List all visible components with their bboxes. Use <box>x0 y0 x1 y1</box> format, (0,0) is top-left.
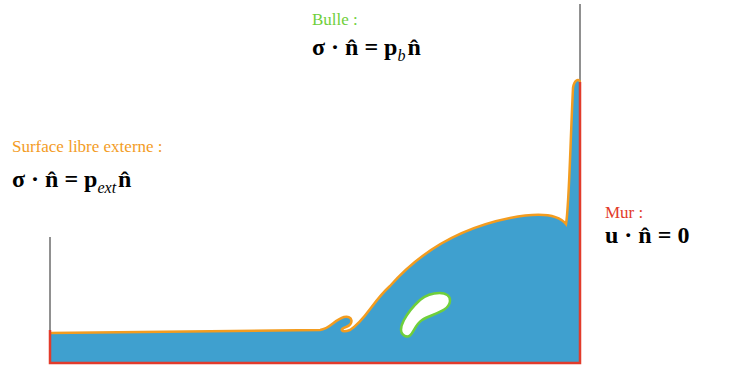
label-text: Bulle : <box>312 10 358 29</box>
free-surface <box>50 80 580 333</box>
boundary-condition-label: Mur : <box>605 203 643 223</box>
boundary-condition-label: Bulle : <box>312 10 358 30</box>
label-text: n̂ <box>407 34 420 60</box>
left-boundary-line <box>50 237 51 332</box>
label-text: Mur : <box>605 203 643 222</box>
wall <box>50 82 580 363</box>
label-text: Surface libre externe : <box>12 137 163 156</box>
right-boundary-line <box>580 4 581 85</box>
boundary-condition-label: σ · n̂ = pbn̂ <box>312 34 421 65</box>
label-text: u · n̂ = 0 <box>605 222 689 248</box>
bubble <box>401 293 450 336</box>
boundary-condition-label: u · n̂ = 0 <box>605 222 689 249</box>
label-text: σ · n̂ = p <box>12 166 97 192</box>
label-text: σ · n̂ = p <box>312 34 397 60</box>
boundary-condition-label: σ · n̂ = pextn̂ <box>12 166 131 197</box>
boundary-condition-label: Surface libre externe : <box>12 137 163 157</box>
subscript: ext <box>97 179 116 196</box>
fluid-domain <box>50 80 580 363</box>
subscript: b <box>397 47 405 64</box>
label-text: n̂ <box>118 166 131 192</box>
